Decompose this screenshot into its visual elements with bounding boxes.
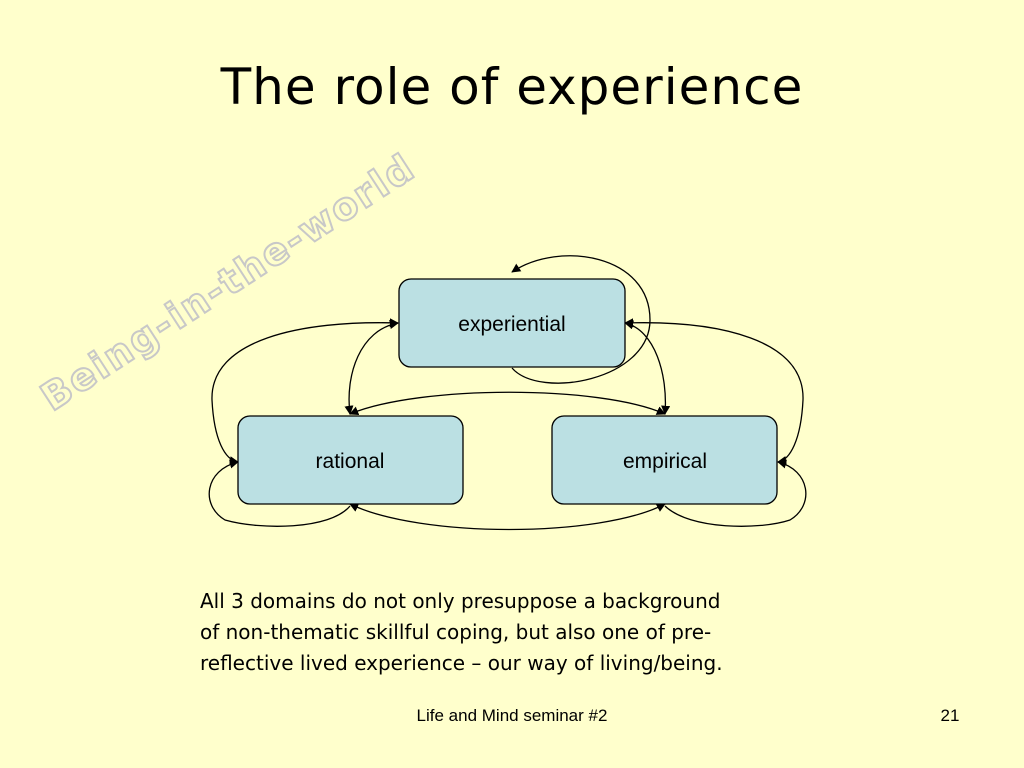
outer-right-arrow <box>624 318 804 466</box>
node-experiential-label: experiential <box>458 313 565 336</box>
empirical-self-loop <box>664 459 807 527</box>
slide-title: The role of experience <box>220 58 804 116</box>
watermark-text: Being-in-the-world <box>33 145 423 420</box>
body-line: All 3 domains do not only presuppose a b… <box>200 589 721 613</box>
node-rational: rational <box>237 415 464 505</box>
node-experiential: experiential <box>398 278 626 368</box>
node-empirical-label: empirical <box>623 450 707 473</box>
outer-left-arrow <box>211 318 399 466</box>
node-empirical: empirical <box>551 415 778 505</box>
body-line: of non-thematic skillful coping, but als… <box>200 620 712 644</box>
page-number: 21 <box>940 706 960 725</box>
body-paragraph: All 3 domains do not only presuppose a b… <box>200 586 840 679</box>
footer-text: Life and Mind seminar #2 <box>416 706 608 725</box>
experiential-rational-arrow <box>344 320 399 415</box>
rational-self-loop <box>208 459 351 527</box>
connectors <box>208 255 807 531</box>
node-rational-label: rational <box>316 450 385 473</box>
rational-empirical-top-arc <box>349 391 666 416</box>
experiential-empirical-arrow <box>624 320 671 415</box>
body-line: reflective lived experience – our way of… <box>200 651 723 675</box>
rational-empirical-bottom-arc <box>349 503 666 531</box>
